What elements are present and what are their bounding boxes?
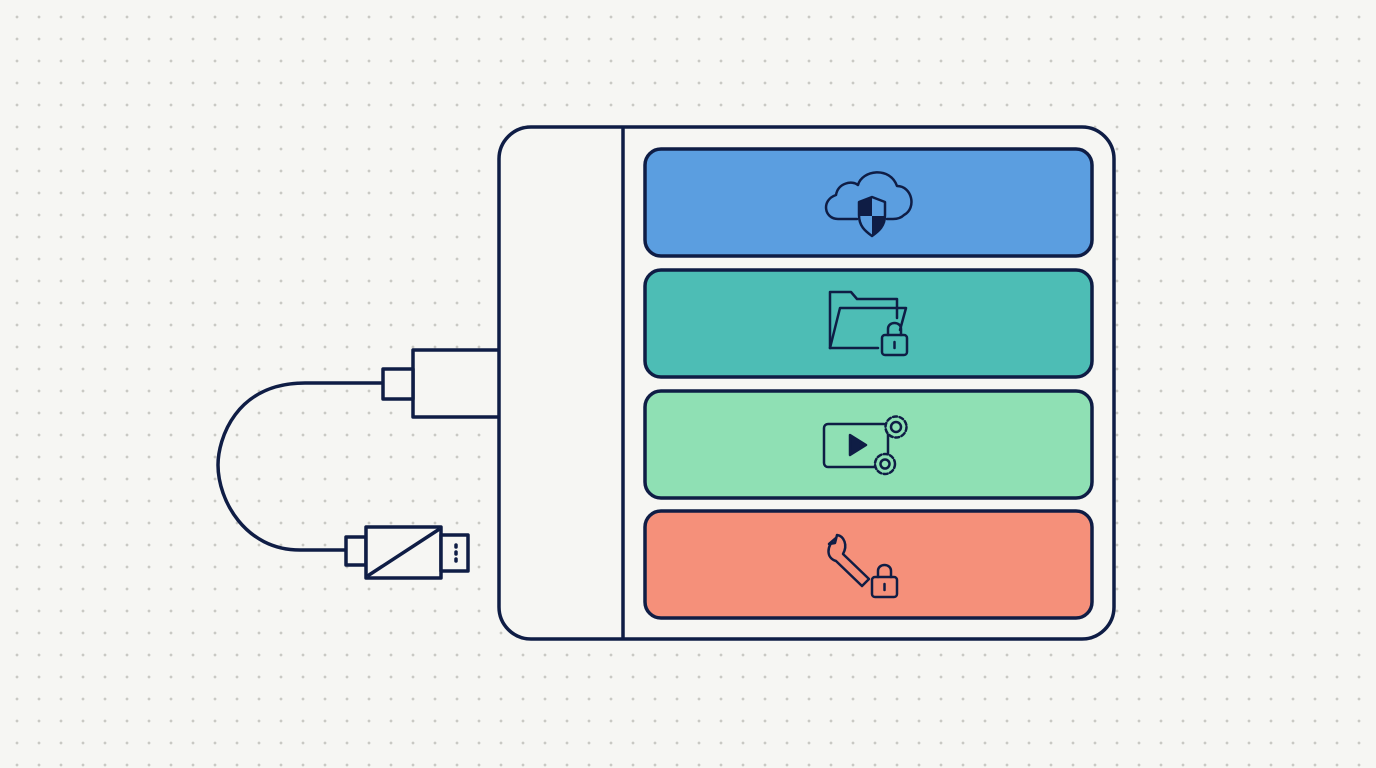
usb-cable [216, 348, 502, 580]
usb-plug-diagonal [367, 528, 440, 577]
wrench [827, 533, 871, 588]
usb-plug-neck [344, 535, 368, 567]
video-screen [822, 422, 890, 469]
gear-large-hub [889, 420, 903, 434]
partition-media-settings [643, 389, 1094, 500]
video-gears-icon [822, 415, 908, 476]
wrench-lock-icon [827, 533, 899, 599]
shield-fill-top [859, 197, 872, 216]
partition-secure-files [643, 268, 1094, 379]
play-triangle [848, 433, 868, 457]
gear-small [873, 452, 897, 476]
gear-small-hub [879, 458, 891, 470]
gear-large [884, 415, 908, 439]
connector-socket-plug [411, 348, 502, 419]
folder-lock-icon [828, 290, 909, 357]
shield-fill-bottom [872, 216, 885, 236]
cable-wire [216, 381, 385, 552]
folder-front [828, 306, 908, 350]
lock-shackle [886, 321, 903, 337]
cloud-outline [824, 171, 913, 221]
lock-shackle [876, 563, 893, 579]
folder-back [828, 290, 899, 350]
partition-locked-tools [643, 509, 1094, 620]
partition-list [643, 147, 1094, 620]
usb-plug [344, 525, 470, 580]
connector-neck [381, 367, 415, 401]
cloud-shield-icon [824, 171, 913, 238]
